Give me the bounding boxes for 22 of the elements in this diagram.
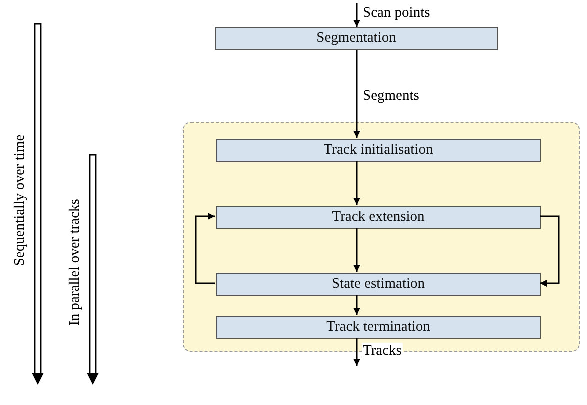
box-label: State estimation (332, 276, 426, 293)
arrow (354, 338, 360, 366)
arrow (354, 161, 360, 205)
box-label: Track initialisation (324, 142, 434, 159)
process-box (215, 27, 498, 50)
edge-label: Scan points (362, 5, 432, 21)
arrow (195, 213, 215, 284)
edge-label: Segments (362, 88, 420, 104)
process-box (216, 273, 541, 296)
process-box (216, 139, 541, 162)
process-box (216, 316, 541, 339)
axis-label: In parallel over tracks (66, 198, 84, 326)
arrow (540, 216, 560, 287)
box-label: Segmentation (316, 30, 396, 47)
process-box (216, 206, 541, 229)
arrow (354, 228, 360, 272)
arrow (354, 295, 360, 315)
box-label: Track extension (332, 209, 425, 226)
axis-label: Sequentially over time (12, 134, 29, 266)
arrow (354, 3, 360, 27)
arrow (354, 50, 360, 138)
box-label: Track termination (326, 319, 430, 336)
